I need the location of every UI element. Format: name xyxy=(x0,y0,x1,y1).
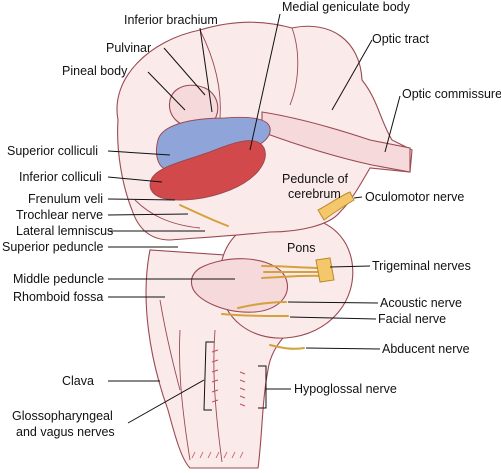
label-trigeminal-nerves: Trigeminal nerves xyxy=(372,259,471,273)
brainstem-anatomy xyxy=(116,21,413,469)
glosso-vagus-bracket xyxy=(203,341,214,411)
inferior-colliculi-shape xyxy=(149,140,266,201)
leader-inferior-colliculi xyxy=(107,176,163,183)
hypoglossal-rootlets xyxy=(239,371,246,407)
label-inferior-colliculi: Inferior colliculi xyxy=(19,170,102,184)
label-peduncle-line2: cerebrum xyxy=(288,187,341,201)
leader-optic-tract xyxy=(331,39,373,111)
label-clava: Clava xyxy=(62,374,94,388)
leader-glosso-vagus xyxy=(127,379,205,424)
label-abducent-nerve: Abducent nerve xyxy=(382,342,470,356)
label-pons: Pons xyxy=(287,241,316,255)
label-glosso-line1: Glossopharyngeal xyxy=(12,409,113,423)
label-glosso-line2: and vagus nerves xyxy=(16,425,115,439)
leader-pineal-body xyxy=(147,71,186,111)
leader-frenulum-veli xyxy=(107,198,176,201)
label-pulvinar: Pulvinar xyxy=(106,41,151,55)
label-optic-commissure: Optic commissure xyxy=(402,87,501,101)
labels: Inferior brachium Medial geniculate body… xyxy=(2,0,501,439)
leader-trigeminal-nerves xyxy=(329,265,371,268)
label-superior-colliculi: Superior colliculi xyxy=(7,144,98,158)
label-medial-geniculate-body: Medial geniculate body xyxy=(282,0,411,14)
label-inferior-brachium: Inferior brachium xyxy=(124,13,218,27)
label-trochlear-nerve: Trochlear nerve xyxy=(16,208,103,222)
label-acoustic-nerve: Acoustic nerve xyxy=(380,296,462,310)
label-frenulum-veli: Frenulum veli xyxy=(28,192,103,206)
contour-line xyxy=(134,199,201,229)
contour-line xyxy=(199,29,221,119)
leader-abducent-nerve xyxy=(305,347,381,350)
leader-superior-colliculi xyxy=(107,150,171,156)
acoustic-nerve-shape xyxy=(237,301,287,309)
label-superior-peduncle: Superior peduncle xyxy=(2,240,104,254)
glosso-vagus-rootlets xyxy=(211,349,219,403)
leader-lines xyxy=(107,13,401,424)
abducent-nerve-shape xyxy=(269,344,305,350)
label-middle-peduncle: Middle peduncle xyxy=(13,272,104,286)
contour-line xyxy=(159,299,181,391)
optic-tract-shape xyxy=(261,111,411,173)
trochlear-nerve-shape xyxy=(179,204,229,227)
trigeminal-nerves-shape xyxy=(261,257,335,283)
leader-oculomotor-nerve xyxy=(353,196,363,199)
leader-inferior-brachium xyxy=(199,27,213,113)
medulla-striations xyxy=(191,451,244,459)
leader-medial-geniculate-body xyxy=(249,13,281,151)
facial-nerve-shape xyxy=(221,313,289,317)
label-optic-tract: Optic tract xyxy=(372,32,429,46)
label-oculomotor-nerve: Oculomotor nerve xyxy=(365,190,464,204)
leader-trochlear-nerve xyxy=(107,213,189,216)
leader-optic-commissure xyxy=(384,95,401,153)
leader-pulvinar xyxy=(163,47,206,96)
hypoglossal-bracket xyxy=(258,365,267,409)
leader-facial-nerve xyxy=(289,316,377,320)
contour-line xyxy=(179,329,191,461)
label-rhomboid-fossa: Rhomboid fossa xyxy=(13,290,103,304)
label-peduncle-line1: Peduncle of xyxy=(282,172,349,186)
label-lateral-lemniscus: Lateral lemniscus xyxy=(16,224,113,238)
leader-acoustic-nerve xyxy=(287,301,379,304)
oculomotor-nerve-shape xyxy=(317,191,355,221)
label-facial-nerve: Facial nerve xyxy=(378,312,446,326)
label-pineal-body: Pineal body xyxy=(62,64,128,78)
contour-line xyxy=(289,27,299,106)
label-hypoglossal-nerve: Hypoglossal nerve xyxy=(294,382,397,396)
